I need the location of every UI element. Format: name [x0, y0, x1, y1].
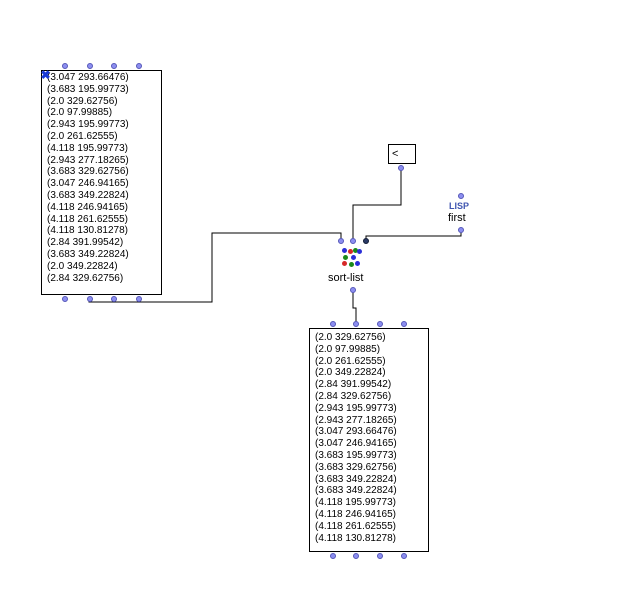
list-item: (4.118 130.81278): [315, 532, 396, 544]
outlet-pin[interactable]: [62, 296, 68, 302]
input-list-rows: (3.047 293.66476)(3.683 195.99773)(2.0 3…: [47, 72, 161, 284]
list-item: (3.683 195.99773): [315, 449, 397, 461]
list-item: (4.118 130.81278): [47, 225, 128, 237]
list-item: (4.118 195.99773): [47, 142, 128, 154]
close-icon[interactable]: ✖: [40, 68, 51, 82]
list-item: (3.683 349.22824): [315, 473, 397, 485]
inlet-pin[interactable]: [330, 321, 336, 327]
list-item: (2.943 277.18265): [47, 154, 129, 166]
outlet-pin[interactable]: [401, 553, 407, 559]
lisp-badge: LISP: [449, 201, 469, 211]
wire-first-to-sort[interactable]: [365, 230, 462, 241]
list-item: (2.0 97.99885): [315, 343, 381, 355]
outlet-pin[interactable]: [111, 296, 117, 302]
first-function-label[interactable]: first: [448, 212, 466, 224]
list-item: (4.118 246.94165): [315, 508, 396, 520]
list-item: (2.943 195.99773): [47, 119, 129, 131]
list-item: (3.047 246.94165): [315, 438, 397, 450]
list-item: (2.943 195.99773): [315, 402, 397, 414]
list-item: (2.0 97.99885): [47, 107, 113, 119]
outlet-pin[interactable]: [136, 296, 142, 302]
inlet-pin[interactable]: [353, 321, 359, 327]
list-item: (3.683 349.22824): [47, 248, 129, 260]
list-item: (2.0 349.22824): [315, 367, 386, 379]
list-item: (2.84 391.99542): [315, 379, 392, 391]
sort-outlet-pin[interactable]: [350, 287, 356, 293]
list-item: (2.0 329.62756): [47, 95, 118, 107]
list-item: (2.0 261.62555): [47, 130, 118, 142]
outlet-pin[interactable]: [87, 296, 93, 302]
list-item: (3.047 246.94165): [47, 178, 129, 190]
list-item: (2.84 329.62756): [315, 390, 392, 402]
list-item: (2.0 349.22824): [47, 260, 118, 272]
sort-inlet-pin-test[interactable]: [350, 238, 356, 244]
inlet-pin[interactable]: [377, 321, 383, 327]
list-item: (3.683 329.62756): [315, 461, 397, 473]
list-item: (2.0 329.62756): [315, 332, 386, 343]
sort-list-label[interactable]: sort-list: [328, 272, 364, 284]
list-item: (2.943 277.18265): [315, 414, 397, 426]
first-outlet-pin[interactable]: [458, 227, 464, 233]
list-item: (2.0 261.62555): [315, 355, 386, 367]
outlet-pin[interactable]: [330, 553, 336, 559]
lisp-badge-text: LISP: [449, 201, 470, 211]
inlet-pin[interactable]: [62, 63, 68, 69]
sort-inlet-pin-list[interactable]: [338, 238, 344, 244]
list-item: (4.118 246.94165): [47, 201, 128, 213]
list-item: (3.683 329.62756): [47, 166, 129, 178]
sort-inlet-pin-key[interactable]: [363, 238, 369, 244]
list-item: (2.84 329.62756): [47, 272, 124, 284]
comparator-outlet-pin[interactable]: [398, 165, 404, 171]
sort-list-icon[interactable]: [342, 247, 362, 267]
output-list-rows: (2.0 329.62756)(2.0 97.99885)(2.0 261.62…: [315, 332, 428, 544]
list-item: (4.118 195.99773): [315, 497, 396, 509]
list-item: (3.683 195.99773): [47, 83, 129, 95]
list-item: (3.047 293.66476): [47, 72, 129, 83]
comparator-input-box[interactable]: <: [388, 144, 416, 164]
first-inlet-pin[interactable]: [458, 193, 464, 199]
output-list-box[interactable]: (2.0 329.62756)(2.0 97.99885)(2.0 261.62…: [309, 328, 429, 552]
list-item: (3.683 349.22824): [315, 485, 397, 497]
comparator-value: <: [392, 148, 399, 160]
input-list-box[interactable]: (3.047 293.66476)(3.683 195.99773)(2.0 3…: [41, 70, 162, 295]
list-item: (2.84 391.99542): [47, 237, 124, 249]
list-item: (3.047 293.66476): [315, 426, 397, 438]
outlet-pin[interactable]: [377, 553, 383, 559]
wire-comparator-to-sort[interactable]: [352, 170, 402, 241]
list-item: (4.118 261.62555): [47, 213, 128, 225]
inlet-pin[interactable]: [87, 63, 93, 69]
inlet-pin[interactable]: [111, 63, 117, 69]
list-item: (4.118 261.62555): [315, 520, 396, 532]
list-item: (3.683 349.22824): [47, 189, 129, 201]
outlet-pin[interactable]: [353, 553, 359, 559]
inlet-pin[interactable]: [401, 321, 407, 327]
wire-sort-to-output[interactable]: [352, 292, 357, 323]
inlet-pin[interactable]: [136, 63, 142, 69]
